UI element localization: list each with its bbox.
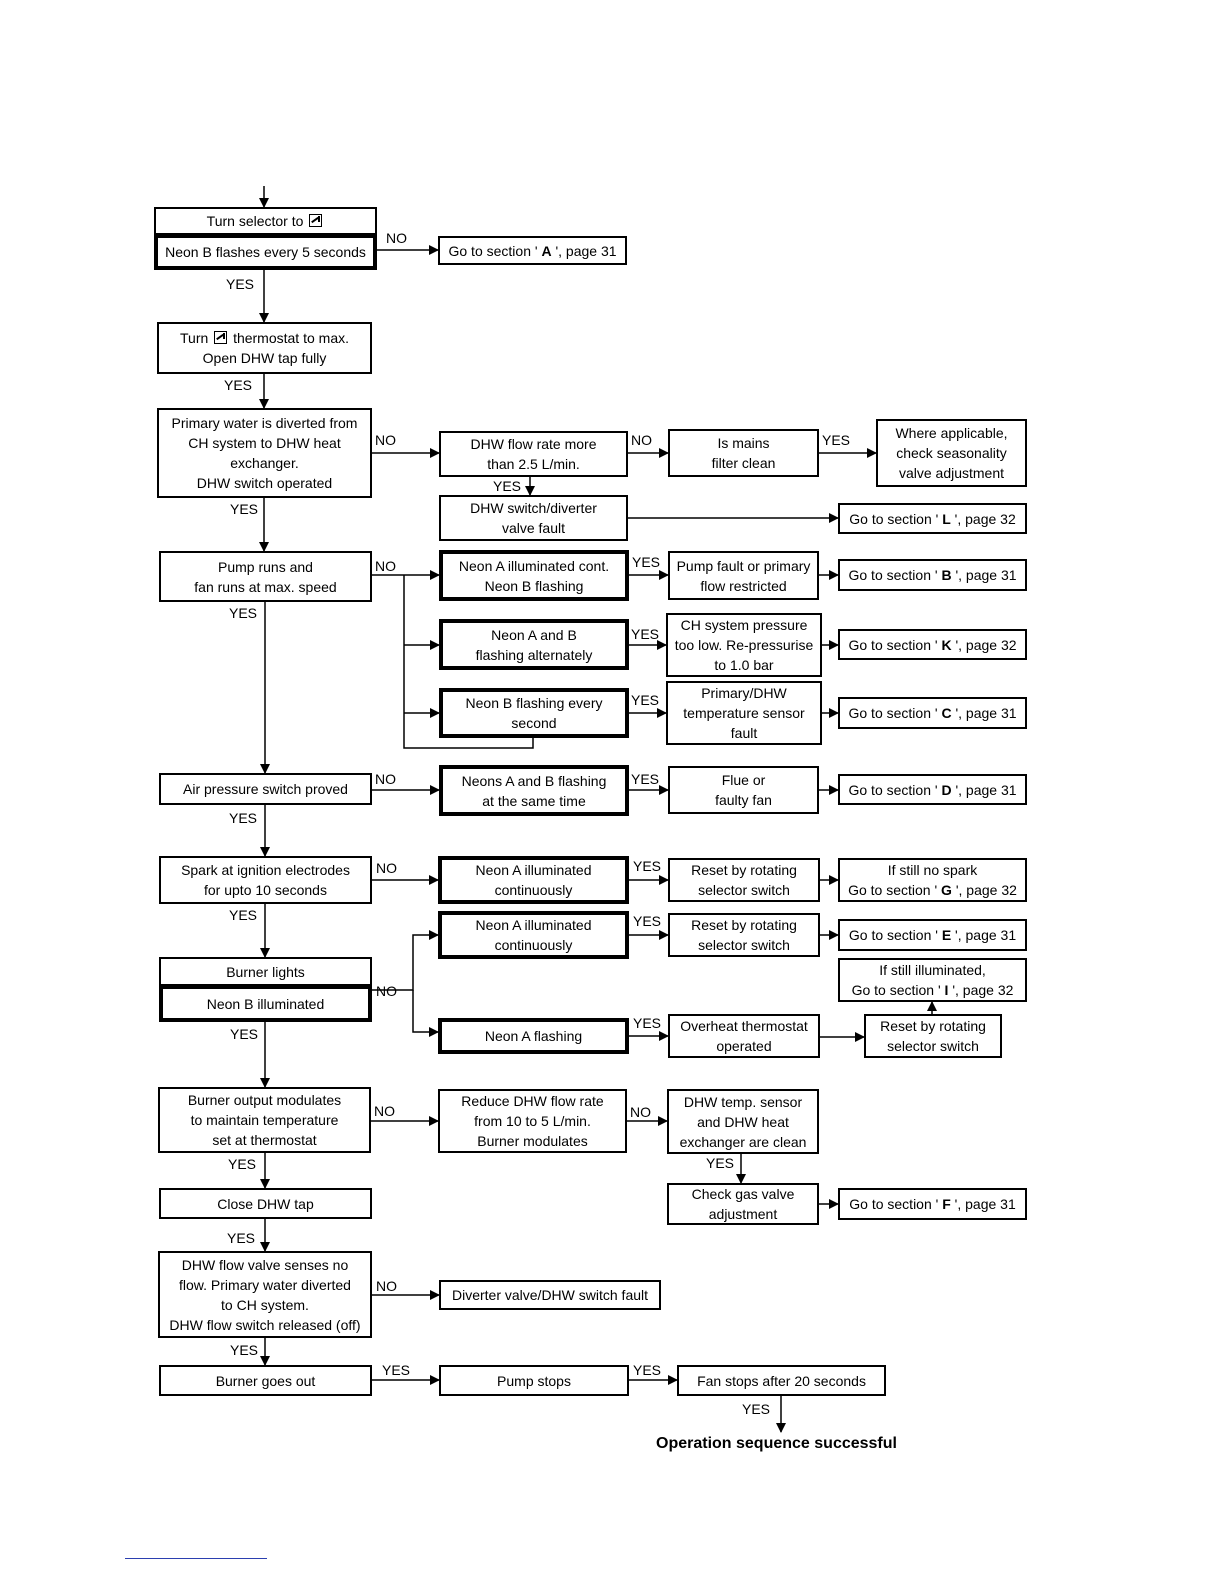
label-yes: YES [229,605,258,621]
label-no: NO [631,432,652,448]
label-yes: YES [631,626,660,642]
label-yes: YES [706,1155,735,1171]
label-yes: YES [822,432,851,448]
burner-out-box: Burner goes out [159,1365,372,1396]
label-no: NO [386,230,407,246]
label-yes: YES [493,478,522,494]
label-yes: YES [742,1401,771,1417]
label-no: NO [630,1104,651,1120]
fan-stops-box: Fan stops after 20 seconds [677,1365,886,1396]
turn-selector-box: Turn selector to [154,207,377,235]
section-k-box: Go to section ' K ', page 32 [838,629,1027,660]
no-spark-g-box: If still no spark Go to section ' G ', p… [838,858,1027,902]
neon-b-5s-box: Neon B flashes every 5 seconds [154,234,377,270]
label-yes: YES [633,1015,662,1031]
label-no: NO [376,1278,397,1294]
label-yes: YES [226,276,255,292]
section-b-box: Go to section ' B ', page 31 [838,559,1027,591]
section-f-box: Go to section ' F ', page 31 [838,1188,1027,1220]
label-yes: YES [633,913,662,929]
label-yes: YES [224,377,253,393]
label-yes: YES [633,1362,662,1378]
label-yes: YES [230,1342,259,1358]
neon-a-flashing-box: Neon A flashing [438,1018,629,1054]
turn-thermostat-box: Turn thermostat to max. Open DHW tap ful… [157,322,372,374]
dhw-tap-icon [309,214,323,227]
label-yes: YES [230,501,259,517]
neon-a-cont-b-flash-box: Neon A illuminated cont.Neon B flashing [439,550,629,601]
air-pressure-box: Air pressure switch proved [159,773,372,805]
label-no: NO [375,558,396,574]
label-no: NO [375,771,396,787]
label-yes: YES [229,810,258,826]
pump-stops-box: Pump stops [439,1365,629,1396]
label-no: NO [376,983,397,999]
label-yes: YES [633,858,662,874]
turn-selector-label: Turn selector to [206,213,304,229]
label-no: NO [376,860,397,876]
burner-lights-box: Burner lights [159,957,372,986]
label-yes: YES [382,1362,411,1378]
label-yes: YES [230,1026,259,1042]
section-a-box: Go to section ' A ', page 31 [438,236,627,265]
label-no: NO [375,432,396,448]
section-e-box: Go to section ' E ', page 31 [838,919,1027,951]
label-yes: YES [229,907,258,923]
section-l-box: Go to section ' L ', page 32 [838,503,1027,534]
dhw-tap-icon [214,331,228,344]
label-no: NO [374,1103,395,1119]
label-yes: YES [632,554,661,570]
label-yes: YES [228,1156,257,1172]
label-yes: YES [227,1230,256,1246]
neon-b-5s-label: Neon B flashes every 5 seconds [165,244,366,260]
still-illuminated-i-box: If still illuminated, Go to section ' I … [838,958,1027,1002]
diverter-fault-box: Diverter valve/DHW switch fault [439,1280,661,1310]
section-c-box: Go to section ' C ', page 31 [838,697,1027,729]
neon-b-illuminated-box: Neon B illuminated [159,985,372,1022]
success-text: Operation sequence successful [656,1435,897,1452]
close-tap-box: Close DHW tap [159,1188,372,1219]
label-yes: YES [631,771,660,787]
section-d-box: Go to section ' D ', page 31 [838,774,1027,805]
label-yes: YES [631,692,660,708]
footer-rule [125,1558,267,1559]
